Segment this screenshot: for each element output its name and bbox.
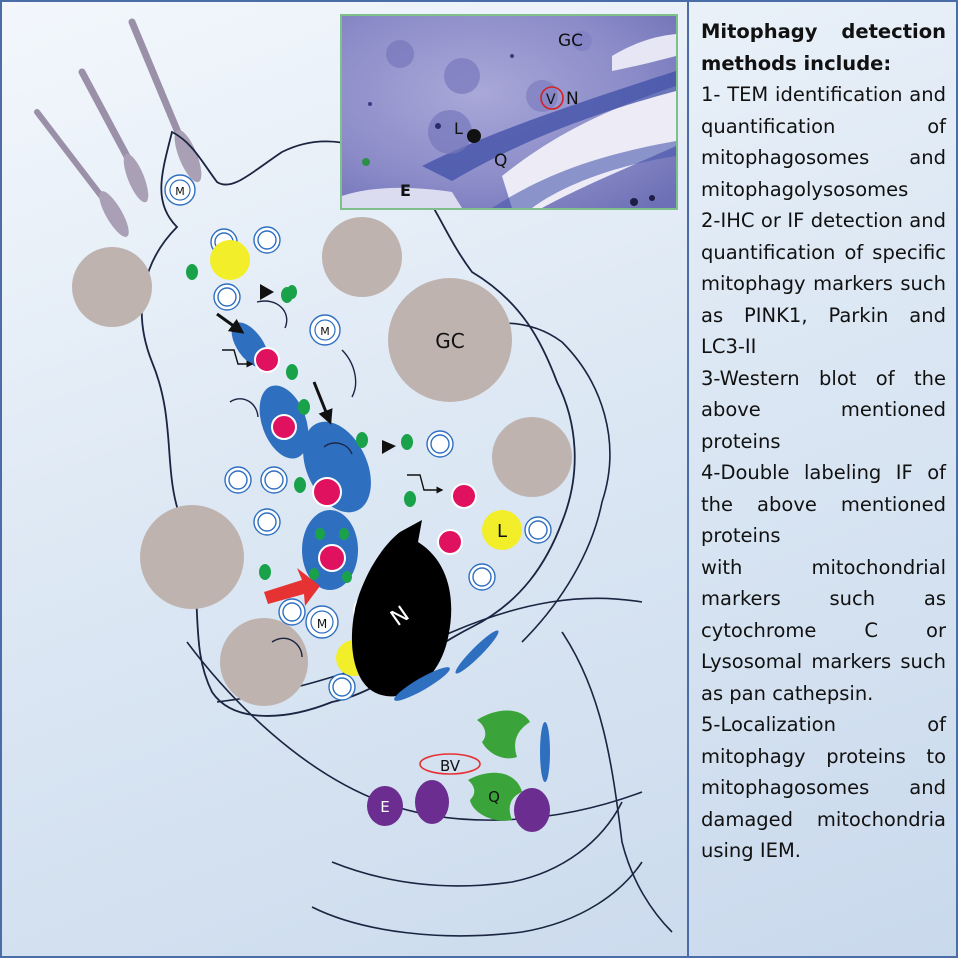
- cilium: [37, 112, 102, 197]
- micrograph-n-label: N: [566, 89, 579, 109]
- svg-text:M: M: [175, 185, 185, 198]
- vessel-wall: [562, 632, 672, 932]
- gc-label: GC: [435, 329, 464, 353]
- cilium: [82, 72, 130, 162]
- e-label: E: [380, 798, 389, 816]
- methods-heading: Mitophagy detection methods include:: [701, 16, 946, 79]
- arrowhead-icon: [260, 284, 274, 300]
- q-label: Q: [488, 788, 500, 806]
- gc-cell: [492, 417, 572, 497]
- micrograph-gc-label: GC: [558, 31, 583, 51]
- erythrocyte: [415, 780, 449, 824]
- gc-cell: [72, 247, 152, 327]
- micrograph-e-label: E: [400, 181, 411, 200]
- gc-cell: [140, 505, 244, 609]
- m-vesicle: M: [165, 175, 195, 205]
- method-item: 3-Western blot of the above mentioned pr…: [701, 363, 946, 458]
- lysosome-dot: [467, 129, 481, 143]
- arrowhead-icon: [382, 440, 396, 454]
- method-item: 4-Double labeling IF of the above mentio…: [701, 457, 946, 552]
- method-item: 5-Localization of mitophagy proteins to …: [701, 709, 946, 867]
- mitophagosomes: [224, 316, 384, 590]
- svg-text:M: M: [320, 325, 330, 338]
- diagram-panel: GC: [2, 2, 686, 956]
- cilium-tip: [119, 151, 153, 205]
- lysosome-label: L: [497, 521, 507, 542]
- erythrocyte: [514, 788, 550, 832]
- q-cell: [477, 710, 530, 758]
- micrograph-image: GC V N L Q E: [342, 16, 676, 208]
- m-vesicle: M: [310, 315, 340, 345]
- blue-elongated: [540, 722, 550, 782]
- method-item: 2-IHC or IF detection and quantification…: [701, 205, 946, 363]
- method-item: with mitochondrial markers such as cytoc…: [701, 552, 946, 710]
- micrograph-l-label: L: [454, 119, 463, 138]
- gc-cell: [220, 618, 308, 706]
- m-vesicle: M: [306, 606, 338, 638]
- blue-elongated: [452, 627, 501, 676]
- method-item: 1- TEM identification and quantification…: [701, 79, 946, 205]
- micrograph-inset: GC V N L Q E: [340, 14, 678, 210]
- micrograph-q-label: Q: [494, 151, 507, 171]
- methods-text-panel: Mitophagy detection methods include: 1- …: [687, 2, 956, 956]
- cilium: [132, 22, 182, 142]
- svg-text:M: M: [317, 617, 327, 631]
- gc-cell: [322, 217, 402, 297]
- lysosome: [210, 240, 250, 280]
- cilia-group: [37, 22, 207, 241]
- micrograph-v-label: V: [546, 92, 556, 108]
- cilium-tip: [94, 187, 134, 240]
- bv-label: BV: [440, 757, 461, 775]
